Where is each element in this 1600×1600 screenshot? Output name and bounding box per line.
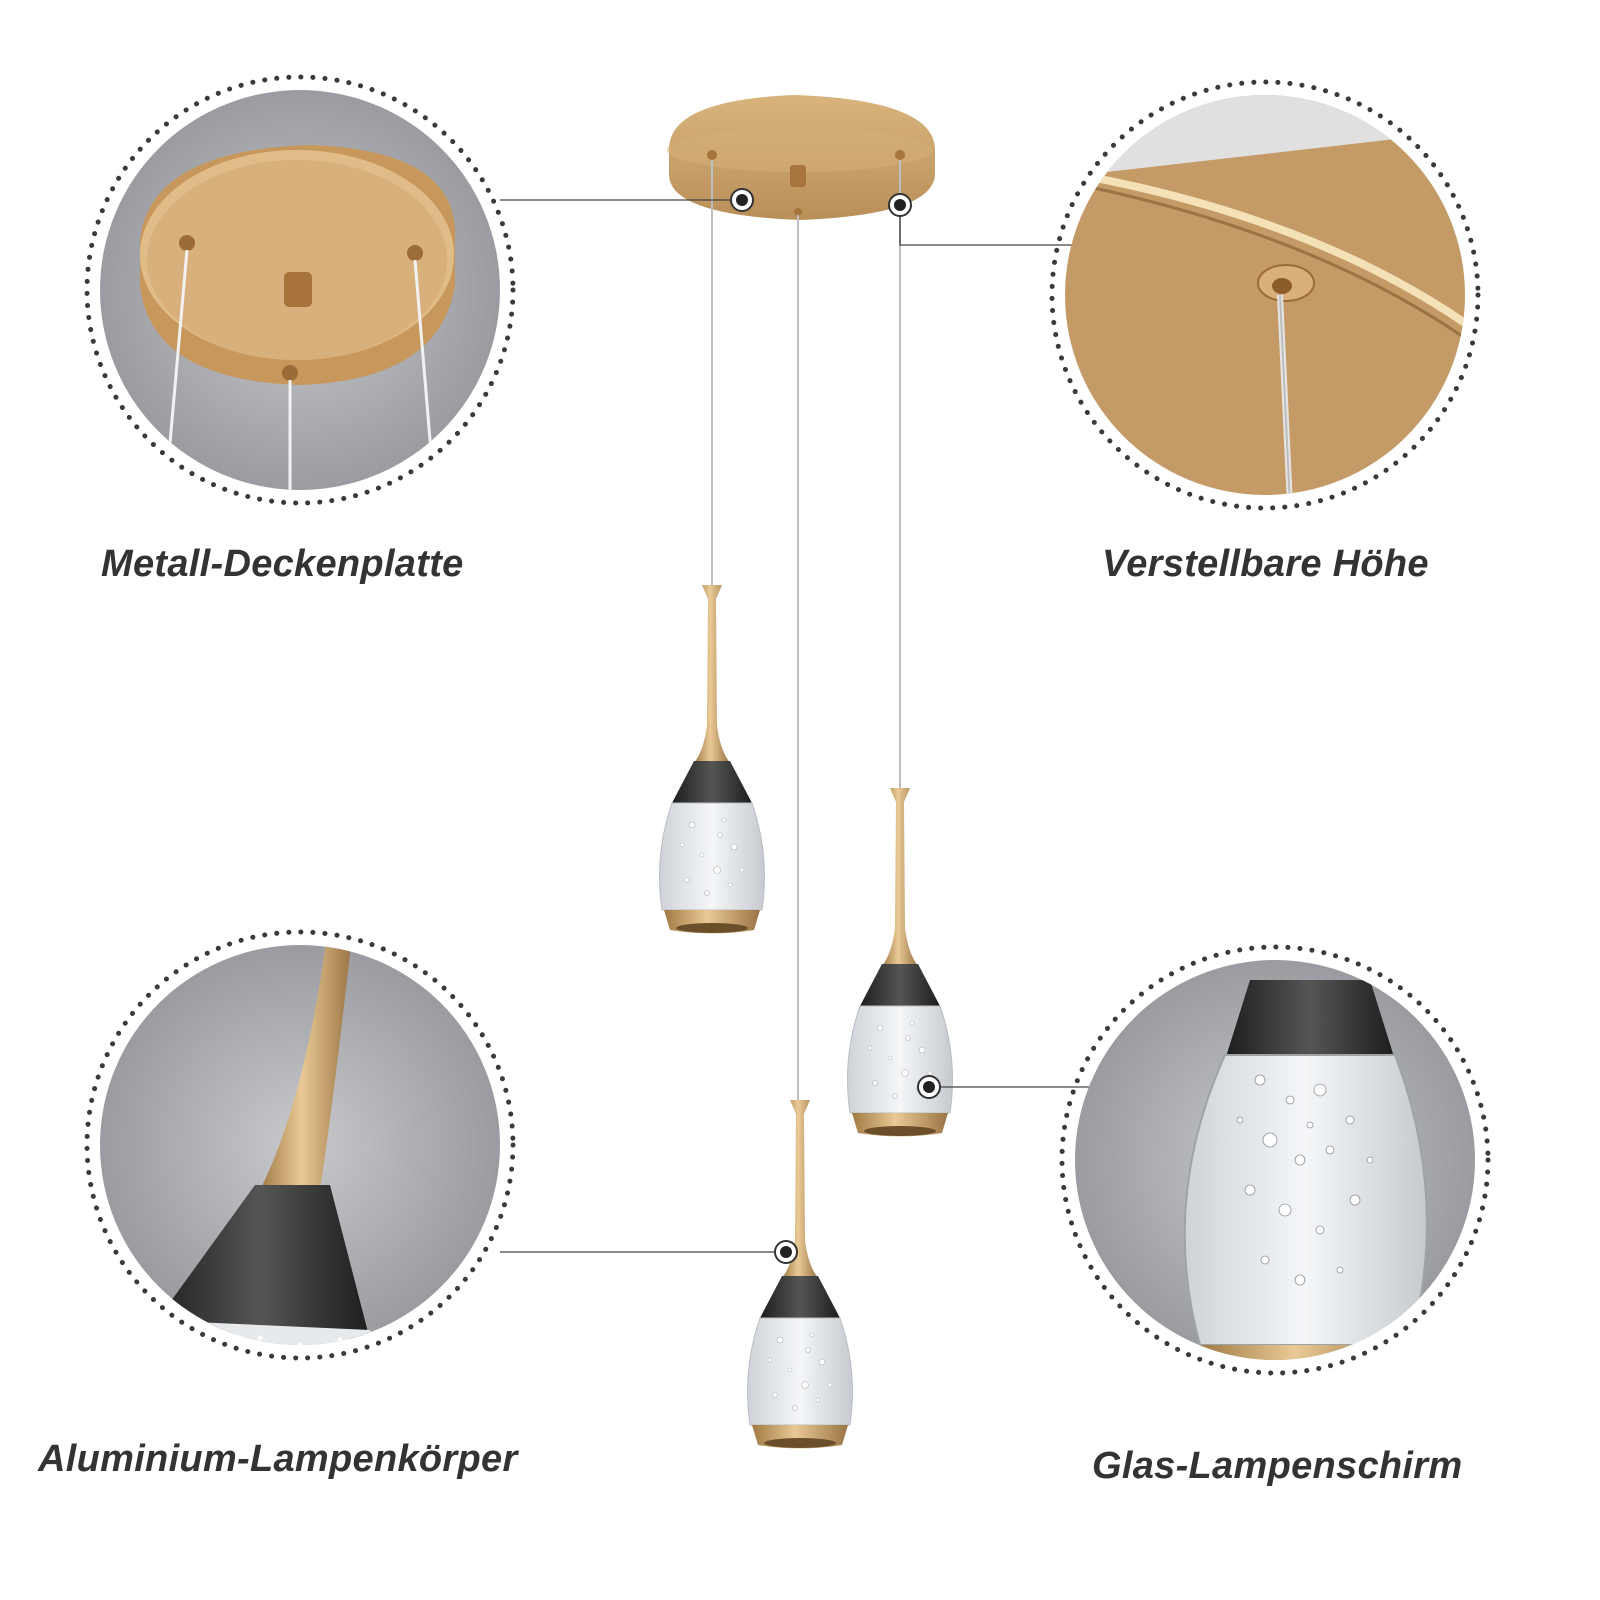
label-aluminium-body: Aluminium-Lampenkörper [38, 1438, 518, 1480]
label-adjustable-height: Verstellbare Höhe [1102, 543, 1429, 585]
label-glass-shade: Glas-Lampenschirm [1092, 1445, 1463, 1487]
lamp-body-detail-icon [84, 929, 516, 1361]
ceiling-plate [667, 95, 935, 220]
wires [711, 160, 901, 1100]
label-ceiling-plate: Metall-Deckenplatte [101, 543, 464, 585]
callout-markers [730, 188, 941, 1264]
ceiling-plate-detail-icon [84, 74, 516, 506]
pendant-bottom [747, 1099, 853, 1449]
callout-lines [500, 199, 1127, 1253]
pendant-left [659, 584, 765, 934]
height-adjust-detail-icon [1049, 79, 1481, 511]
glass-shade-detail-icon [1059, 944, 1491, 1376]
